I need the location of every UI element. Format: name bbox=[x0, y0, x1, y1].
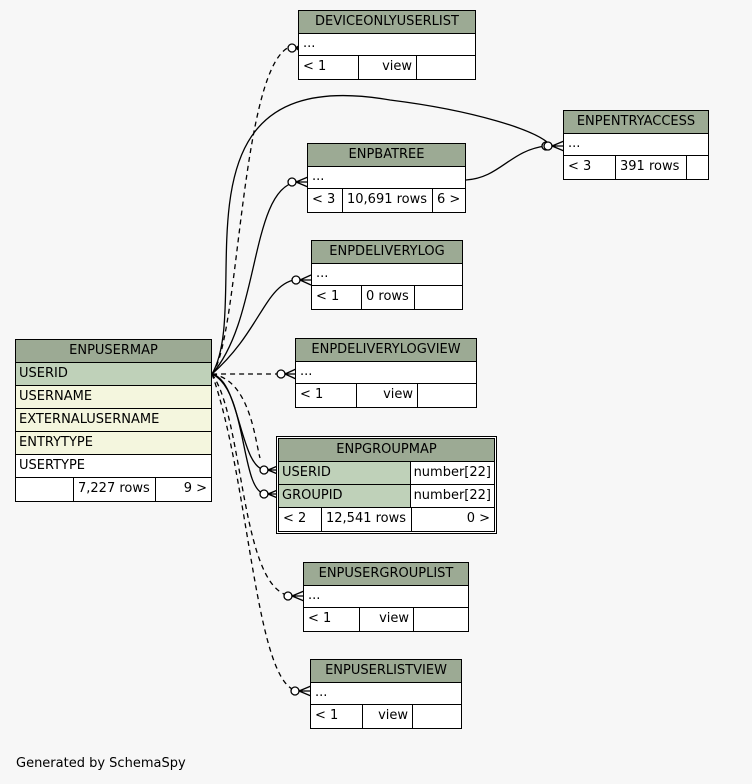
edge-enpbatree bbox=[211, 181, 297, 375]
table-footer: < 1 0 rows bbox=[312, 286, 462, 309]
column-username[interactable]: USERNAME bbox=[16, 386, 211, 409]
table-header[interactable]: ENPUSERLISTVIEW bbox=[311, 660, 461, 683]
columns-ellipsis: ... bbox=[312, 264, 462, 286]
parents-count: < 1 bbox=[311, 705, 363, 728]
table-enpdeliverylogview[interactable]: ENPDELIVERYLOGVIEW ... < 1 view bbox=[295, 338, 477, 408]
row-count: 12,541 rows bbox=[322, 508, 412, 531]
columns-ellipsis: ... bbox=[296, 362, 476, 384]
column-type: number[22] bbox=[409, 462, 494, 484]
row-count: view bbox=[357, 384, 418, 407]
column-type: number[22] bbox=[409, 485, 494, 507]
table-enpusermap[interactable]: ENPUSERMAP USERID USERNAME EXTERNALUSERN… bbox=[15, 339, 212, 502]
table-header[interactable]: ENPUSERMAP bbox=[16, 340, 211, 363]
children-count bbox=[418, 384, 476, 407]
table-footer: < 2 12,541 rows 0 > bbox=[279, 508, 494, 531]
edge-enpbatree-enpentryaccess bbox=[465, 145, 547, 181]
column-userid[interactable]: USERID bbox=[16, 363, 211, 386]
row-count: 0 rows bbox=[362, 286, 415, 309]
column-name: GROUPID bbox=[282, 488, 343, 503]
row-count: 391 rows bbox=[616, 156, 687, 179]
column-name: USERID bbox=[282, 465, 331, 480]
parents-count: < 1 bbox=[304, 608, 360, 631]
table-enpuserlistview[interactable]: ENPUSERLISTVIEW ... < 1 view bbox=[310, 659, 462, 729]
row-count: view bbox=[363, 705, 413, 728]
table-header[interactable]: ENPDELIVERYLOG bbox=[312, 241, 462, 264]
edge-enpdeliverylog bbox=[211, 278, 300, 375]
column-groupid[interactable]: GROUPID number[22] bbox=[279, 485, 494, 508]
table-header[interactable]: ENPUSERGROUPLIST bbox=[304, 563, 468, 586]
edge-deviceonlyuserlist bbox=[211, 45, 293, 375]
table-footer: < 1 view bbox=[304, 608, 468, 631]
table-enpbatree[interactable]: ENPBATREE ... < 3 10,691 rows 6 > bbox=[307, 143, 466, 213]
parents-count: < 3 bbox=[564, 156, 616, 179]
columns-ellipsis: ... bbox=[304, 586, 468, 608]
parents-count: < 3 bbox=[308, 189, 343, 212]
row-count: 10,691 rows bbox=[343, 189, 433, 212]
parents-count: < 2 bbox=[279, 508, 322, 531]
edge-enpuserlistview bbox=[211, 373, 300, 692]
columns-ellipsis: ... bbox=[308, 167, 465, 189]
table-footer: < 3 391 rows bbox=[564, 156, 708, 179]
column-usertype[interactable]: USERTYPE bbox=[16, 455, 211, 478]
children-count bbox=[414, 608, 468, 631]
table-header[interactable]: ENPGROUPMAP bbox=[279, 439, 494, 462]
table-enpentryaccess[interactable]: ENPENTRYACCESS ... < 3 391 rows bbox=[563, 110, 709, 180]
table-header[interactable]: DEVICEONLYUSERLIST bbox=[299, 11, 475, 34]
column-externalusername[interactable]: EXTERNALUSERNAME bbox=[16, 409, 211, 432]
column-userid[interactable]: USERID number[22] bbox=[279, 462, 494, 485]
parents-count bbox=[16, 478, 74, 501]
table-enpdeliverylog[interactable]: ENPDELIVERYLOG ... < 1 0 rows bbox=[311, 240, 463, 310]
children-count: 9 > bbox=[183, 481, 207, 496]
columns-ellipsis: ... bbox=[299, 34, 475, 56]
parents-count: < 1 bbox=[312, 286, 362, 309]
table-footer: < 3 10,691 rows 6 > bbox=[308, 189, 465, 212]
children-count bbox=[415, 286, 462, 309]
children-count bbox=[417, 56, 475, 79]
table-footer: < 1 view bbox=[311, 705, 461, 728]
table-header[interactable]: ENPENTRYACCESS bbox=[564, 111, 708, 134]
columns-ellipsis: ... bbox=[564, 134, 708, 156]
children-count: 0 > bbox=[466, 511, 490, 526]
row-count: view bbox=[359, 56, 417, 79]
table-header[interactable]: ENPBATREE bbox=[308, 144, 465, 167]
row-count: view bbox=[360, 608, 414, 631]
children-count bbox=[413, 705, 461, 728]
row-count: 7,227 rows bbox=[74, 478, 156, 501]
table-enpgroupmap[interactable]: ENPGROUPMAP USERID number[22] GROUPID nu… bbox=[276, 436, 497, 534]
table-footer: < 1 view bbox=[296, 384, 476, 407]
edge-enpgroupmap-groupid bbox=[211, 373, 267, 495]
children-count: 6 > bbox=[437, 192, 461, 207]
parents-count: < 1 bbox=[299, 56, 359, 79]
children-count bbox=[687, 156, 708, 179]
columns-ellipsis: ... bbox=[311, 683, 461, 705]
table-footer: < 1 view bbox=[299, 56, 475, 79]
edge-enpgroupmap-dashed bbox=[211, 373, 261, 459]
generated-by-label: Generated by SchemaSpy bbox=[16, 756, 186, 771]
parents-count: < 1 bbox=[296, 384, 357, 407]
table-footer: 7,227 rows 9 > bbox=[16, 478, 211, 501]
table-header[interactable]: ENPDELIVERYLOGVIEW bbox=[296, 339, 476, 362]
table-enpusergrouplist[interactable]: ENPUSERGROUPLIST ... < 1 view bbox=[303, 562, 469, 632]
table-deviceonlyuserlist[interactable]: DEVICEONLYUSERLIST ... < 1 view bbox=[298, 10, 476, 80]
edge-enpentryaccess bbox=[211, 94, 553, 375]
column-entrytype[interactable]: ENTRYTYPE bbox=[16, 432, 211, 455]
